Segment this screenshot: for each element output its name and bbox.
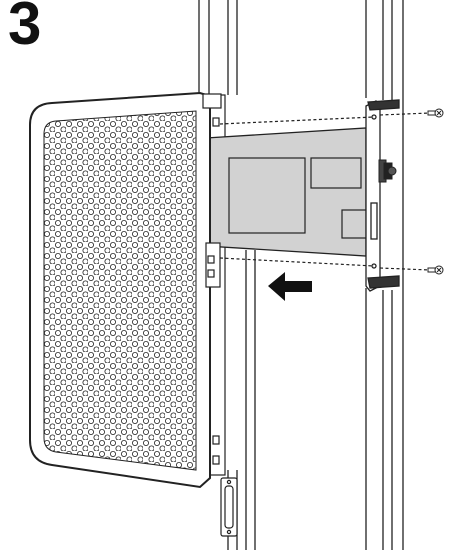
antenna-connector-icon [378,159,397,183]
insert-direction-arrow-icon [268,272,312,301]
card-chip [228,157,306,234]
alignment-lines [219,112,431,271]
expansion-card [205,127,367,257]
panel-tabs [202,93,222,288]
rack-frame [198,0,404,550]
screw-icon [427,108,444,118]
screw-icon [427,265,444,275]
serial-port-icon [220,477,238,537]
card-chip [310,157,362,189]
card-chip [341,209,367,239]
card-bracket [365,99,400,292]
step-number: 3 [8,0,42,57]
perforated-panel [29,91,211,489]
